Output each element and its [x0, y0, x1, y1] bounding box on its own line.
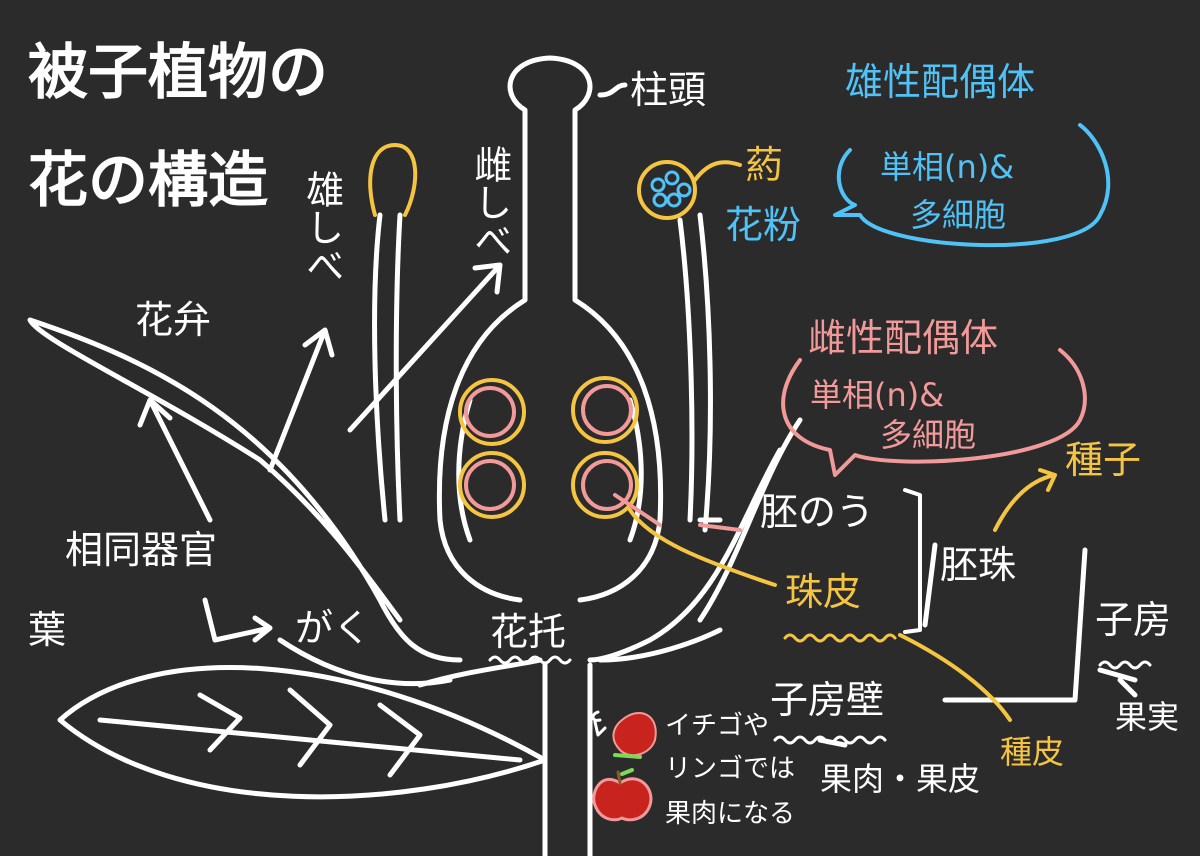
- title-line2: 花の構造: [28, 146, 268, 216]
- label-embryo-sac: 胚のう: [760, 490, 875, 534]
- leaf: [57, 665, 548, 800]
- label-sepal: がく: [295, 606, 372, 650]
- label-stamen: 雄しべ: [299, 170, 344, 284]
- arrow-stamen: [267, 327, 335, 473]
- pollen-grain: [652, 192, 668, 208]
- label-petal: 花弁: [135, 298, 212, 342]
- note-line3: 果肉になる: [665, 799, 796, 829]
- arrow-pistil: [347, 262, 503, 433]
- arrow-petal: [137, 397, 213, 523]
- stigma-leader-line: [597, 82, 628, 98]
- ovary-inner: [456, 397, 644, 543]
- label-pistil: 雌しべ: [467, 145, 512, 259]
- pollen-grain: [650, 177, 666, 193]
- note-line1: イチゴや: [665, 711, 770, 741]
- petal-left: [27, 317, 463, 663]
- label-ovule: 胚珠: [940, 543, 1017, 587]
- curved-arrow: [591, 710, 607, 737]
- label-ovary-wall: 子房壁: [770, 678, 885, 722]
- ovule-integument: [458, 451, 526, 519]
- female-gametophyte-title: 雌性配偶体: [808, 316, 999, 360]
- label-integument: 珠皮: [785, 570, 862, 614]
- label-pollen: 花粉: [725, 203, 802, 247]
- leader-lines: [697, 517, 938, 628]
- wavy-underlines: [488, 655, 1152, 745]
- ovules: [458, 376, 639, 519]
- pistil-outline: [436, 55, 664, 603]
- male-gametophyte-title: 雄性配偶体: [845, 60, 1036, 104]
- label-ovary: 子房: [1095, 598, 1172, 642]
- integument-underline: [783, 633, 897, 643]
- title-line1: 被子植物の: [28, 38, 328, 108]
- embryo-sac: [464, 459, 516, 511]
- label-receptacle: 花托: [490, 610, 567, 654]
- note-line2: リンゴでは: [665, 754, 796, 784]
- anther-left: [368, 143, 418, 217]
- male-bubble: [833, 123, 1111, 248]
- pollen-grain: [666, 192, 682, 208]
- label-seed-coat: 種皮: [1000, 733, 1065, 771]
- embryo-sac: [464, 386, 516, 438]
- yellow-arrows: [628, 468, 1057, 722]
- stamen-left: [372, 212, 403, 523]
- label-fruit: 果実: [1115, 698, 1180, 736]
- label-seed: 種子: [1065, 438, 1142, 482]
- pollen-grain: [676, 182, 692, 198]
- bracket-and-arrows: [817, 547, 1138, 748]
- apple: [592, 777, 653, 822]
- label-stigma: 柱頭: [630, 68, 707, 112]
- ovule-integument: [458, 378, 526, 446]
- stem: [542, 662, 593, 856]
- label-homologous-organs: 相同器官: [65, 528, 218, 572]
- petal-right: [587, 417, 803, 663]
- label-anther: 葯: [745, 143, 784, 187]
- ovule-bracket: [903, 488, 922, 634]
- apple-leaf: [620, 768, 634, 776]
- embryo-sac-leader-line: [613, 493, 742, 532]
- anther-leader-line: [693, 160, 742, 182]
- male-gametophyte-line1: 単相(n)&: [880, 148, 1015, 186]
- strawberry-calyx: [613, 753, 642, 759]
- ovule-integument: [571, 376, 639, 444]
- embryo-sac: [581, 384, 633, 436]
- male-gametophyte-line2: 多細胞: [910, 196, 1007, 234]
- pollen-grains: [650, 170, 692, 208]
- arrow-sepal: [202, 597, 273, 643]
- flower-outline: [27, 55, 1152, 856]
- label-pericarp: 果肉・果皮: [820, 760, 981, 798]
- female-gametophyte-line2: 多細胞: [880, 416, 977, 454]
- female-bubble: [781, 348, 1087, 477]
- embryo-sac: [581, 459, 633, 511]
- receptacle: [417, 627, 723, 688]
- female-gametophyte-line1: 単相(n)&: [810, 376, 945, 414]
- label-leaf: 葉: [28, 608, 67, 652]
- pollen-grain: [664, 170, 680, 186]
- stamen-right: [677, 212, 713, 533]
- apple-stem: [616, 770, 622, 785]
- strawberry: [612, 711, 657, 757]
- ovule-integument: [571, 451, 639, 519]
- anther-right: [637, 160, 697, 220]
